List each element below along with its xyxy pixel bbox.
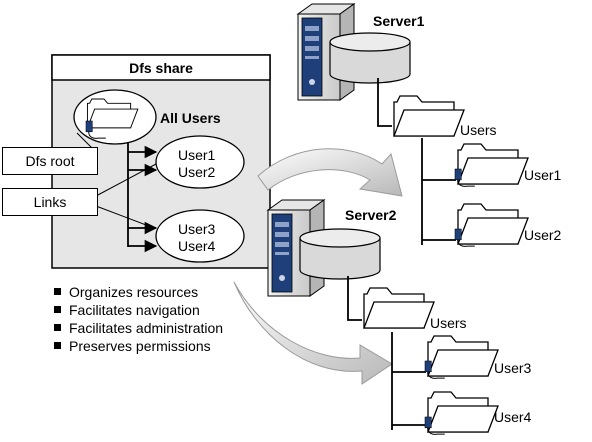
arrow-to-server2 (233, 281, 393, 385)
arrow-to-server1 (257, 148, 403, 197)
bullet-icon (54, 342, 61, 349)
server1-name: Server1 (373, 13, 425, 29)
server1-disk-icon (329, 32, 411, 84)
server1-user2-folder-icon (457, 203, 529, 245)
server2-name: Server2 (345, 207, 397, 223)
feature-item: Organizes resources (54, 283, 223, 301)
feature-list: Organizes resources Facilitates navigati… (54, 283, 223, 355)
server2-tree-lines (347, 276, 426, 430)
bullet-icon (54, 324, 61, 331)
link-user1-label: User1 (178, 147, 216, 163)
link-user2-label: User2 (178, 164, 216, 180)
feature-item: Preserves permissions (54, 337, 223, 355)
server2-user3-label: User3 (494, 360, 532, 376)
dfs-tree-lines (127, 142, 158, 253)
link-user3-label: User3 (178, 221, 216, 237)
server1-users-folder-icon (393, 95, 465, 137)
server2-users-folder-icon (363, 287, 435, 329)
links-callout: Links (2, 188, 98, 216)
server1-user1-label: User1 (524, 167, 562, 183)
link-group-1-ellipse (155, 135, 245, 189)
server2-users-label: Users (430, 315, 467, 331)
bullet-icon (54, 288, 61, 295)
root-folder-icon (86, 98, 139, 129)
dfs-root-name: All Users (160, 110, 221, 126)
server2-user4-label: User4 (494, 409, 532, 425)
feature-item: Facilitates navigation (54, 301, 223, 319)
server2-user3-folder-icon (427, 335, 499, 377)
server1-users-label: Users (460, 122, 497, 138)
server2-disk-icon (299, 228, 381, 280)
bullet-icon (54, 306, 61, 313)
dfs-root-callout: Dfs root (2, 147, 98, 175)
server1-user1-folder-icon (457, 143, 529, 185)
server1-user2-label: User2 (524, 227, 562, 243)
link-group-2-ellipse (155, 209, 245, 263)
feature-item: Facilitates administration (54, 319, 223, 337)
dfs-share-title: Dfs share (129, 60, 193, 76)
server1-tree-lines (377, 78, 456, 245)
link-user4-label: User4 (178, 238, 216, 254)
server2-user4-folder-icon (427, 391, 499, 433)
